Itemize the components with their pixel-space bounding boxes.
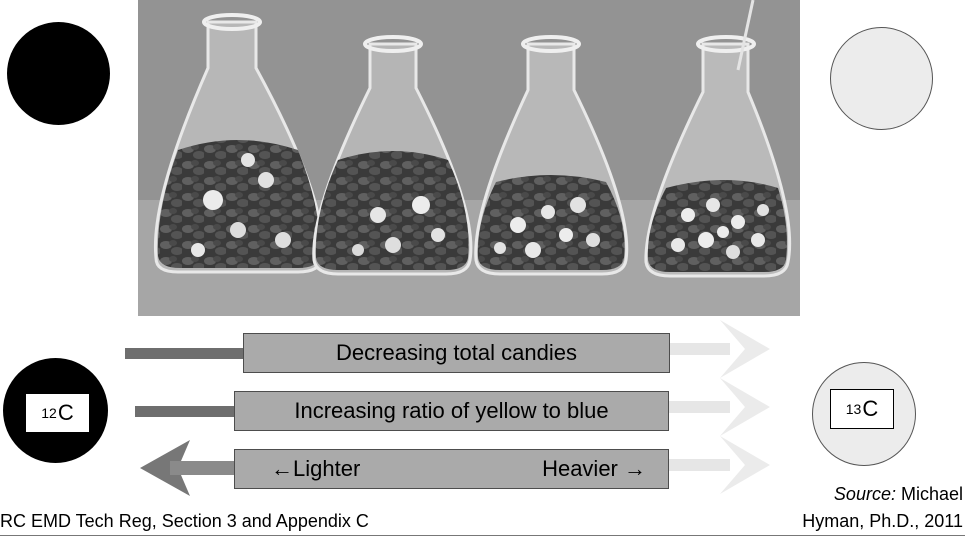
footer-reference: RC EMD Tech Reg, Section 3 and Appendix … (0, 511, 369, 531)
flasks-illustration (138, 0, 800, 316)
heavier-text: Heavier → (542, 456, 646, 481)
arrows-layer (125, 320, 770, 496)
footer-divider (0, 535, 965, 536)
flask-3 (474, 35, 629, 276)
weight-label: ←Lighter Heavier → (234, 449, 669, 489)
right-arrow-2 (660, 378, 770, 436)
left-arrow (140, 440, 240, 496)
flasks-photo (138, 0, 800, 316)
dark-bar-1 (125, 348, 250, 359)
right-arrow-3 (660, 436, 770, 494)
decreasing-candies-text: Decreasing total candies (336, 340, 577, 365)
carbon-12-symbol: C (57, 400, 74, 425)
source-credit-line1: Source: Michael (834, 484, 963, 505)
carbon-13-symbol: C (862, 396, 879, 421)
light-circle-top (830, 27, 933, 130)
dark-circle-top (7, 22, 110, 125)
decreasing-candies-label: Decreasing total candies (243, 333, 670, 373)
source-credit-line2: Hyman, Ph.D., 2011 (802, 511, 963, 531)
carbon-12-mass: 12 (41, 405, 57, 421)
lighter-text: ←Lighter (271, 456, 361, 481)
right-arrow-1 (660, 320, 770, 378)
source-prefix: Source: (833, 484, 896, 504)
source-name-part1: Michael (895, 484, 963, 504)
flask-1 (153, 13, 324, 274)
carbon-13-mass: 13 (845, 401, 862, 417)
increasing-ratio-text: Increasing ratio of yellow to blue (294, 398, 609, 423)
flask-4 (644, 0, 792, 278)
increasing-ratio-label: Increasing ratio of yellow to blue (234, 391, 669, 431)
flask-2 (312, 35, 473, 276)
dark-bar-2 (135, 406, 240, 417)
